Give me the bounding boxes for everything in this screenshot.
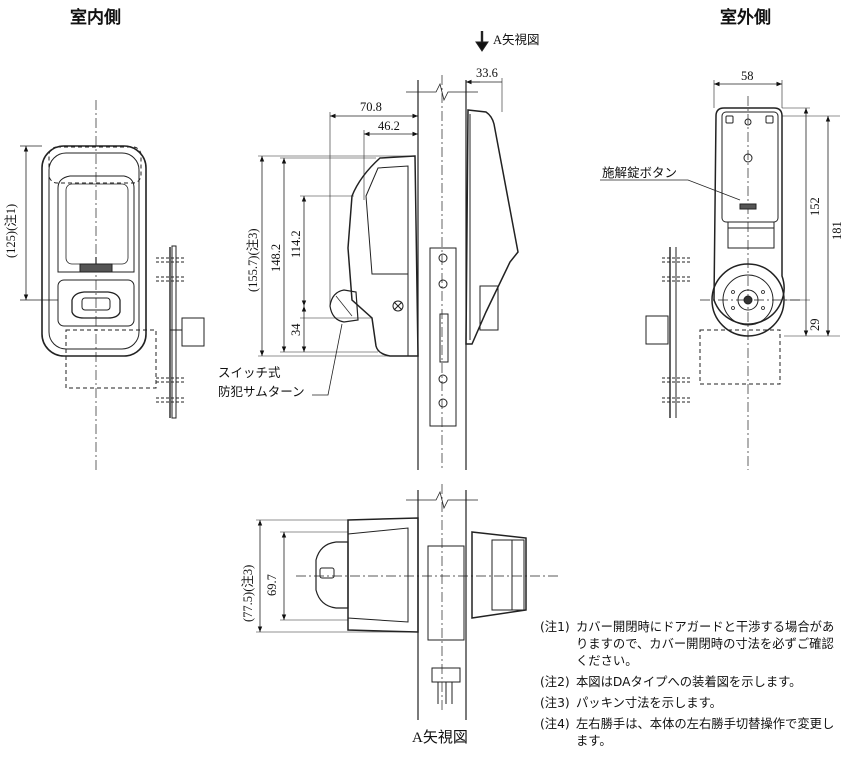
dim-77-5: (77.5)(注3) xyxy=(241,564,255,622)
indoor-side-title: 室内側 xyxy=(70,8,121,28)
dim-46-2: 46.2 xyxy=(378,119,400,133)
side-view xyxy=(258,75,519,470)
dim-33-6: 33.6 xyxy=(476,66,498,80)
dim-155-7: (155.7)(注3) xyxy=(246,228,260,292)
note-2: (注2) 本図はDAタイプへの装着図を示します。 xyxy=(540,675,802,689)
outdoor-side-title: 室外側 xyxy=(720,8,771,28)
note-4: (注4) 左右勝手は、本体の左右勝手切替操作で変更します。 xyxy=(540,717,835,748)
note-1: (注1) カバー開閉時にドアガードと干渉する場合がありますので、カバー開閉時の寸… xyxy=(540,620,835,668)
outdoor-view xyxy=(600,80,840,470)
dim-125: (125)(注1) xyxy=(4,203,18,258)
dim-148-2: 148.2 xyxy=(269,243,283,272)
dim-181: 181 xyxy=(830,221,844,240)
dim-114-2: 114.2 xyxy=(289,230,303,258)
arrow-view-marker: A矢視図 xyxy=(493,33,540,47)
dim-34: 34 xyxy=(289,323,303,337)
indoor-view xyxy=(20,100,205,470)
arrow-view-indicator xyxy=(475,31,489,52)
dim-58: 58 xyxy=(741,69,754,83)
dim-69-7: 69.7 xyxy=(265,574,279,596)
arrow-view-title: A矢視図 xyxy=(412,730,468,746)
notes: (注1) カバー開閉時にドアガードと干渉する場合がありますので、カバー開閉時の寸… xyxy=(540,619,846,750)
arrow-view-drawing xyxy=(256,484,560,720)
switch-thumbturn-label-1: スイッチ式 xyxy=(218,365,281,380)
dim-70-8: 70.8 xyxy=(360,100,382,114)
switch-thumbturn-label-2: 防犯サムターン xyxy=(218,384,305,399)
dim-29: 29 xyxy=(808,318,822,332)
lock-button-label: 施解錠ボタン xyxy=(602,165,678,180)
note-3: (注3) パッキン寸法を示します。 xyxy=(540,696,722,710)
dim-152: 152 xyxy=(808,197,822,216)
